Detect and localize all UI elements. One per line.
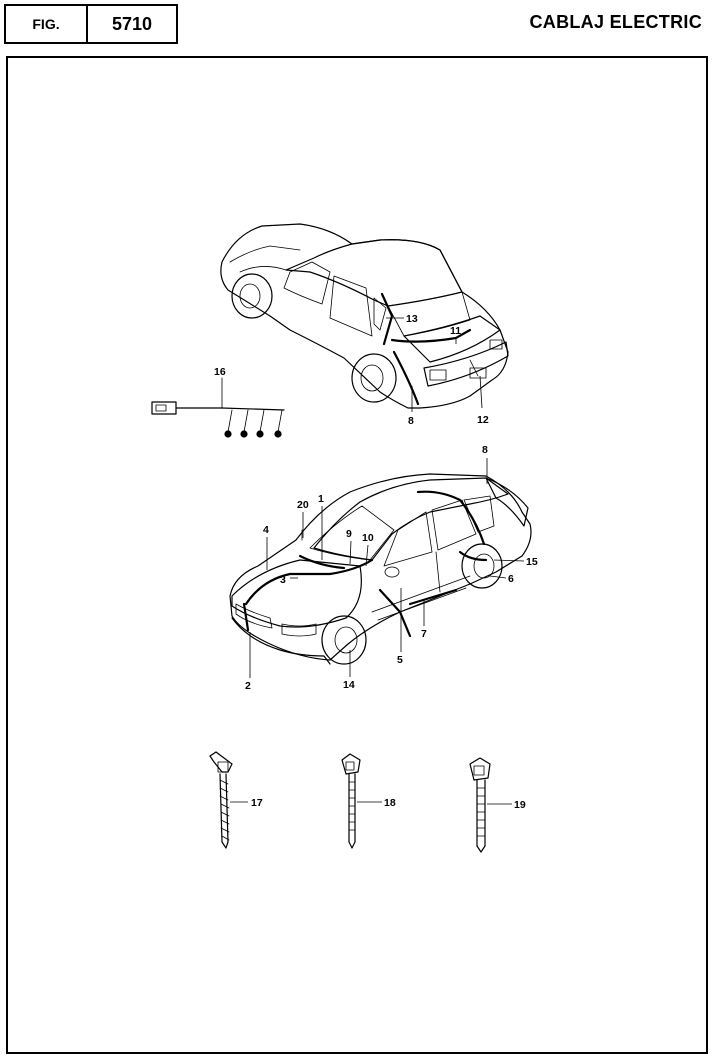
diagram-frame [6, 56, 708, 1054]
figure-number: 5710 [111, 13, 153, 34]
figure-id-box: FIG. 5710 [4, 4, 178, 44]
callout-5: 5 [397, 654, 403, 666]
connector-16 [151, 377, 285, 438]
cable-tie-19 [469, 757, 491, 853]
callout-2: 2 [245, 680, 251, 692]
page-title: CABLAJ ELECTRIC [529, 12, 702, 32]
callout-11: 11 [450, 325, 461, 337]
callout-19: 19 [514, 799, 526, 811]
callout-3: 3 [280, 574, 286, 586]
callout-4: 4 [263, 524, 269, 536]
cable-tie-18 [341, 753, 361, 849]
callout-7: 7 [421, 628, 427, 640]
callout-8-front: 8 [482, 444, 488, 456]
callout-17: 17 [251, 797, 263, 809]
callout-13: 13 [406, 313, 418, 325]
callout-1: 1 [318, 493, 324, 505]
callout-6: 6 [508, 573, 514, 585]
car-rear-view [220, 223, 509, 409]
figure-label: FIG. [6, 6, 88, 42]
callout-12: 12 [477, 414, 489, 426]
callout-10: 10 [362, 532, 374, 544]
cable-tie-17 [209, 751, 233, 849]
car-front-view [229, 473, 532, 665]
callout-18: 18 [384, 797, 396, 809]
callout-14: 14 [343, 679, 355, 691]
callout-16: 16 [214, 366, 226, 378]
callout-20: 20 [297, 499, 309, 511]
callout-9: 9 [346, 528, 352, 540]
callout-15: 15 [526, 556, 538, 568]
callout-8-rear: 8 [408, 415, 414, 427]
